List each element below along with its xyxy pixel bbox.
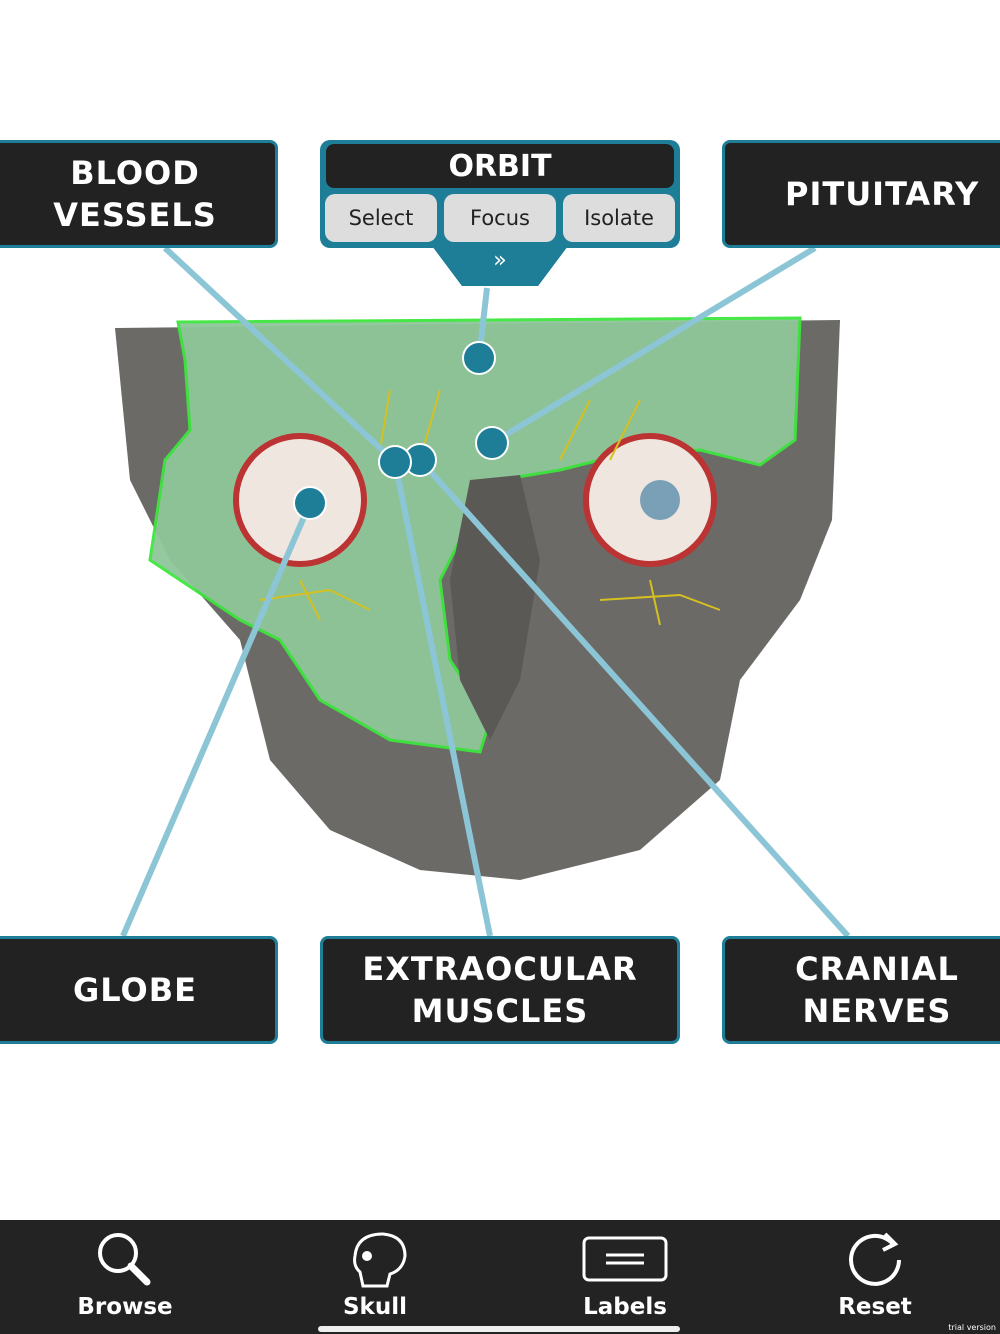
bottom-toolbar: Browse Skull Labels Reset trial version bbox=[0, 1220, 1000, 1334]
orbit-popup: ORBIT Select Focus Isolate bbox=[320, 140, 680, 248]
skull-button[interactable]: Skull bbox=[275, 1228, 475, 1320]
labels-icon bbox=[582, 1236, 668, 1282]
label-extraocular-muscles[interactable]: EXTRAOCULAR MUSCLES bbox=[320, 936, 680, 1044]
reset-label: Reset bbox=[838, 1294, 912, 1320]
label-pituitary[interactable]: PITUITARY bbox=[722, 140, 1000, 248]
label-blood-vessels[interactable]: BLOOD VESSELS bbox=[0, 140, 278, 248]
orbit-title: ORBIT bbox=[326, 144, 674, 188]
blood-vessels-pin[interactable] bbox=[378, 445, 412, 479]
label-leader-lines bbox=[120, 245, 851, 939]
trial-version-watermark: trial version bbox=[948, 1323, 996, 1332]
select-button[interactable]: Select bbox=[325, 194, 437, 242]
pituitary-pin[interactable] bbox=[475, 426, 509, 460]
search-icon bbox=[98, 1233, 151, 1286]
label-cranial-nerves[interactable]: CRANIAL NERVES bbox=[722, 936, 1000, 1044]
focus-button[interactable]: Focus bbox=[444, 194, 556, 242]
skull-3d-view[interactable] bbox=[0, 0, 1000, 1220]
skull-label: Skull bbox=[342, 1294, 407, 1320]
browse-label: Browse bbox=[77, 1294, 173, 1320]
labels-button[interactable]: Labels bbox=[525, 1228, 725, 1320]
skull-icon bbox=[353, 1232, 407, 1288]
orbit-pin[interactable] bbox=[462, 341, 496, 375]
labels-label: Labels bbox=[583, 1294, 667, 1320]
label-globe[interactable]: GLOBE bbox=[0, 936, 278, 1044]
reset-button[interactable]: Reset bbox=[775, 1228, 975, 1320]
slider-bar[interactable] bbox=[318, 1326, 680, 1332]
reset-icon bbox=[849, 1232, 901, 1286]
browse-button[interactable]: Browse bbox=[25, 1228, 225, 1320]
globe-pin[interactable] bbox=[293, 486, 327, 520]
double-chevron-down-icon: » bbox=[493, 248, 507, 273]
isolate-button[interactable]: Isolate bbox=[563, 194, 675, 242]
